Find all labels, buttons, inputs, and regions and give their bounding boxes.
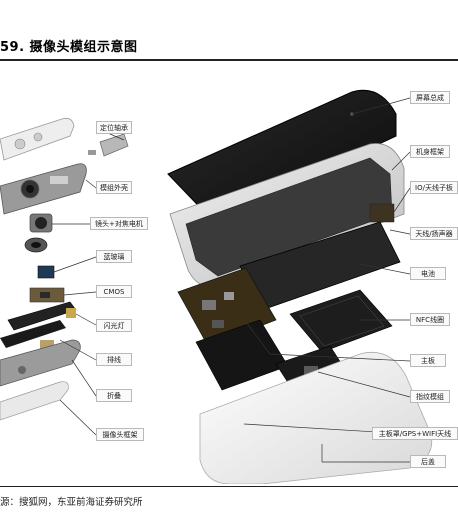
camera-frame-part xyxy=(0,381,69,421)
io-antenna-board xyxy=(369,203,395,223)
cmos-part xyxy=(29,287,65,303)
label-blue-glass: 蓝玻璃 xyxy=(96,250,132,263)
module-housing-part xyxy=(0,163,87,215)
source-divider xyxy=(0,486,458,487)
exploded-view-figure: 定位轴承 模组外壳 镜头+对焦电机 蓝玻璃 CMOS 闪光灯 排线 折叠 摄像头… xyxy=(0,64,458,484)
figure-title: 59. 摄像头模组示意图 xyxy=(0,40,138,55)
left-leader-lines xyxy=(52,127,125,436)
body-frame xyxy=(169,143,405,288)
title-divider xyxy=(0,59,458,61)
label-ribbon-cable: 排线 xyxy=(96,353,132,366)
flash-part xyxy=(7,301,77,331)
label-lens-focus-motor: 镜头+对焦电机 xyxy=(90,217,148,230)
label-back-cover: 后盖 xyxy=(410,455,446,468)
label-flash: 闪光灯 xyxy=(96,319,132,332)
blue-glass-part xyxy=(37,265,55,279)
label-io-antenna-board: IO/天线子板 xyxy=(410,181,458,194)
exploded-view-illustration xyxy=(0,89,433,484)
label-battery: 电池 xyxy=(410,267,446,280)
lens-motor-part xyxy=(24,213,53,253)
label-fold: 折叠 xyxy=(96,389,132,402)
label-body-frame: 机身框架 xyxy=(410,145,450,158)
label-screen-assembly: 屏幕总成 xyxy=(410,91,450,104)
label-cmos: CMOS xyxy=(96,285,132,298)
label-mainboard: 主板 xyxy=(410,354,446,367)
label-antenna-speaker: 天线/扬声器 xyxy=(410,227,458,240)
source-note: 源：搜狐网，东亚前海证券研究所 xyxy=(0,497,143,508)
ribbon-cable-part xyxy=(0,320,66,350)
label-board-cover-gps-wifi-antenna: 主板罩/GPS+WIFI天线 xyxy=(372,427,458,440)
positioning-bearing-part xyxy=(88,133,129,157)
label-camera-frame: 摄像头框架 xyxy=(96,428,144,441)
label-fingerprint-module: 指纹模组 xyxy=(410,390,450,403)
camera-cover-part xyxy=(0,117,75,161)
label-module-housing: 模组外壳 xyxy=(96,181,132,194)
label-positioning-bearing: 定位轴承 xyxy=(96,121,132,134)
nfc-coil xyxy=(289,289,393,353)
label-nfc-coil: NFC线圈 xyxy=(410,313,450,326)
fold-part xyxy=(0,339,81,387)
